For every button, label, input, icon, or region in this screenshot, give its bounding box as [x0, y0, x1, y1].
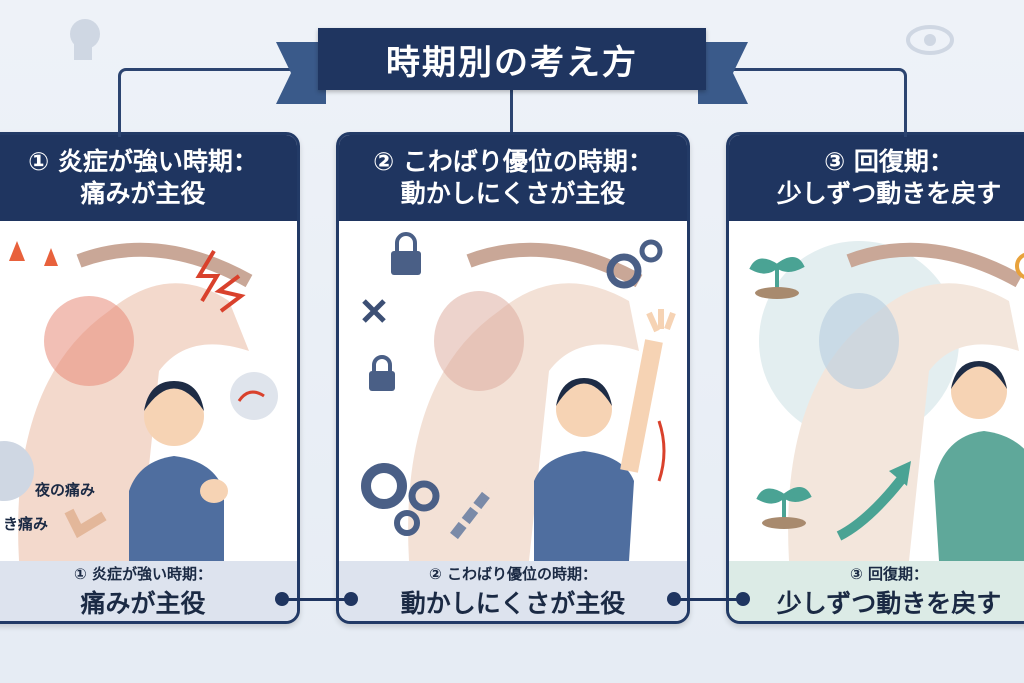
night-pain-label: 夜の痛み [35, 481, 96, 499]
head-gear-icon [60, 12, 110, 62]
link-dot [736, 592, 750, 606]
phase-card-inflammation: ① 炎症が強い時期： 痛みが主役 夜の痛み き痛み ① 炎症が強い時期： 痛みが… [0, 132, 300, 624]
phase-header-line2: 少しずつ動きを戻す [776, 179, 1002, 208]
eye-leaf-icon [905, 20, 955, 60]
phase-card-recovery: ③ 回復期： 少しずつ動きを戻す ③ 回復期： 少しずつ動きを戻す [726, 132, 1024, 624]
shoulder-recovery-illustration [749, 241, 1024, 561]
phase-footer-line1: ① 炎症が強い時期： [74, 564, 212, 583]
phase-header: ② こわばり優位の時期： 動かしにくさが主役 [339, 135, 687, 221]
connector-left [118, 68, 331, 137]
phase-header-line1: ② こわばり優位の時期： [373, 146, 653, 176]
shoulder-pain-illustration [0, 241, 278, 561]
phase-footer-line1: ② こわばり優位の時期： [429, 564, 597, 583]
connector-center [510, 88, 513, 132]
phase-footer-line2: 少しずつ動きを戻す [776, 588, 1002, 618]
link-line-2-3 [680, 598, 742, 601]
phase-footer: ① 炎症が強い時期： 痛みが主役 [0, 561, 297, 621]
phase-header-line1: ① 炎症が強い時期： [28, 146, 258, 176]
phase-illustration: 夜の痛み き痛み [0, 221, 297, 561]
connector-right [700, 68, 907, 137]
phase-footer-line1: ③ 回復期： [850, 564, 928, 583]
phase-header-line2: 動かしにくさが主役 [400, 179, 626, 208]
phase-footer-line2: 動かしにくさが主役 [400, 588, 626, 618]
phase-footer: ② こわばり優位の時期： 動かしにくさが主役 [339, 561, 687, 621]
phase-header: ① 炎症が強い時期： 痛みが主役 [0, 135, 297, 221]
link-dot [667, 592, 681, 606]
phase-illustration [729, 221, 1024, 561]
phase-header-line2: 痛みが主役 [80, 179, 206, 208]
phase-header: ③ 回復期： 少しずつ動きを戻す [729, 135, 1024, 221]
link-dot [344, 592, 358, 606]
phase-header-line1: ③ 回復期： [824, 146, 954, 176]
phase-illustration [339, 221, 687, 561]
phase-footer: ③ 回復期： 少しずつ動きを戻す [729, 561, 1024, 621]
page-title: 時期別の考え方 [318, 28, 706, 90]
shoulder-stiffness-illustration [361, 232, 676, 561]
phase-card-stiffness: ② こわばり優位の時期： 動かしにくさが主役 ② こわばり優位の時期： 動かしに [336, 132, 690, 624]
link-dot [275, 592, 289, 606]
phase-footer-line2: 痛みが主役 [80, 588, 206, 618]
link-line-1-2 [288, 598, 350, 601]
movement-pain-label: き痛み [3, 515, 49, 533]
